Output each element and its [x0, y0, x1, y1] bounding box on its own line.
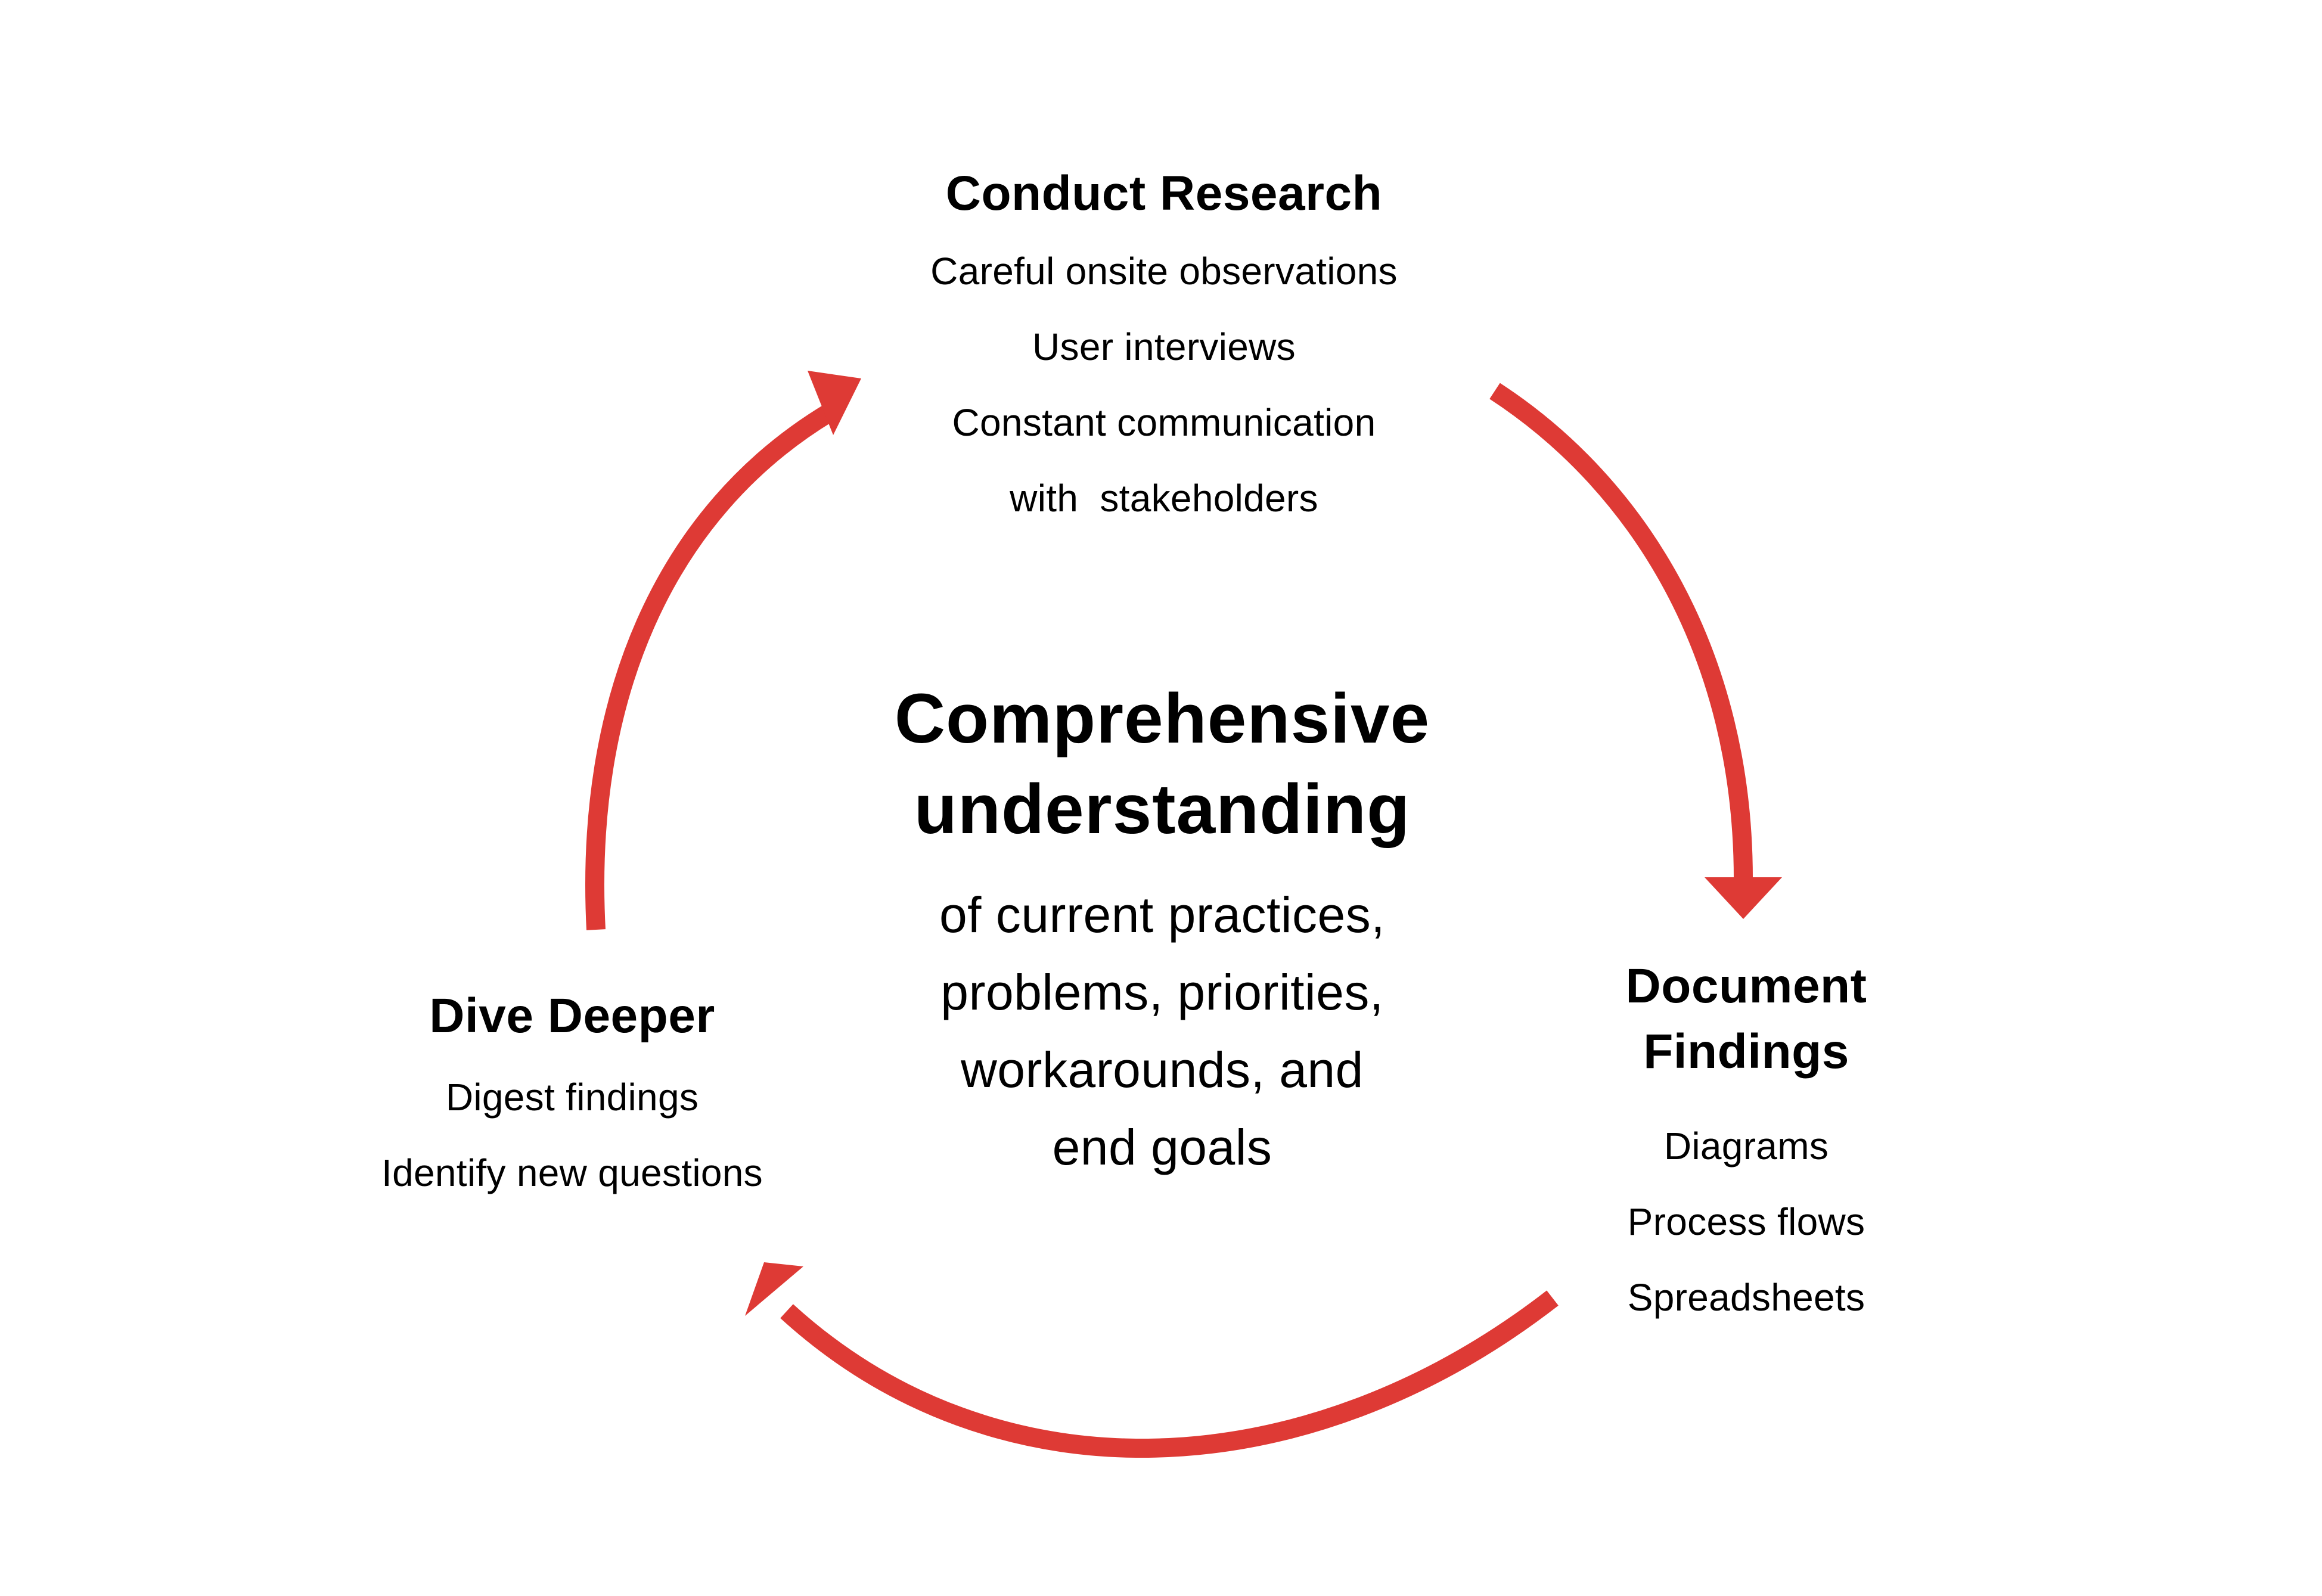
- arrowhead-findings-to-dive: [745, 1262, 803, 1316]
- stage-item: with stakeholders: [1010, 477, 1318, 520]
- center-line: problems, priorities,: [940, 964, 1384, 1020]
- arrowhead-dive-to-research: [808, 371, 861, 435]
- stage-conduct-research: Conduct Research Careful onsite observat…: [863, 161, 1465, 536]
- stage-item: Spreadsheets: [1627, 1276, 1865, 1319]
- stage-title-line: Document: [1625, 959, 1867, 1013]
- stage-title-line: Findings: [1643, 1024, 1849, 1079]
- stage-dive-deeper: Dive Deeper Digest findings Identify new…: [334, 983, 811, 1211]
- stage-item: Constant communication: [952, 401, 1376, 444]
- center-heading: Comprehensive understanding: [834, 673, 1490, 855]
- stage-items: Diagrams Process flows Spreadsheets: [1567, 1108, 1925, 1336]
- stage-item: Diagrams: [1663, 1125, 1829, 1167]
- stage-items: Digest findings Identify new questions: [334, 1060, 811, 1211]
- arrowhead-research-to-findings: [1705, 877, 1782, 919]
- stage-title: Conduct Research: [945, 166, 1383, 221]
- stage-items: Careful onsite observations User intervi…: [863, 234, 1465, 536]
- stage-item: Digest findings: [445, 1076, 699, 1119]
- center-summary: Comprehensive understanding of current p…: [834, 673, 1490, 1186]
- center-heading-line: understanding: [914, 770, 1411, 849]
- arrow-findings-to-dive: [780, 1290, 1559, 1458]
- stage-item: Identify new questions: [381, 1151, 763, 1194]
- stage-item: Careful onsite observations: [930, 250, 1398, 293]
- stage-document-findings: Document Findings Diagrams Process flows…: [1567, 954, 1925, 1336]
- stage-title: Dive Deeper: [429, 989, 715, 1043]
- center-heading-line: Comprehensive: [894, 679, 1430, 758]
- center-description: of current practices, problems, prioriti…: [834, 876, 1490, 1186]
- arrow-research-to-findings: [1489, 383, 1753, 880]
- stage-item: Process flows: [1627, 1200, 1865, 1243]
- stage-title: Document Findings: [1567, 954, 1925, 1085]
- center-line: workarounds, and: [961, 1042, 1364, 1098]
- stage-item: User interviews: [1032, 325, 1296, 368]
- center-line: end goals: [1052, 1119, 1272, 1175]
- arrow-dive-to-research: [585, 403, 837, 930]
- center-line: of current practices,: [939, 887, 1386, 943]
